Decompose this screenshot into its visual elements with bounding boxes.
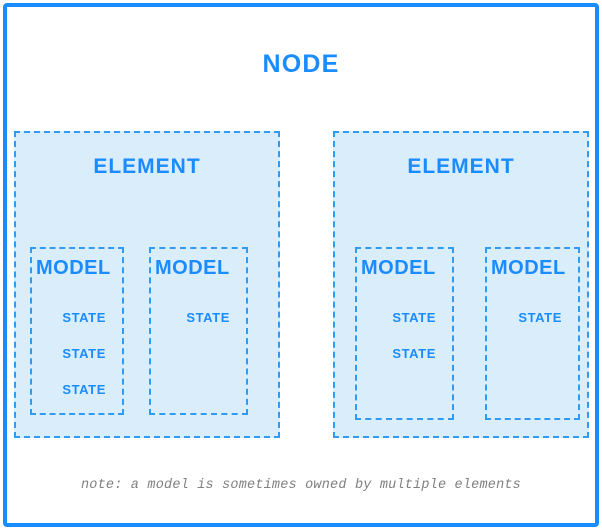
model-title: MODEL bbox=[36, 257, 111, 279]
model-box: MODEL STATE STATE bbox=[355, 247, 454, 420]
model-title: MODEL bbox=[155, 257, 230, 279]
model-title: MODEL bbox=[491, 257, 566, 279]
state-list: STATE STATE bbox=[357, 311, 452, 383]
element-title: ELEMENT bbox=[407, 155, 515, 178]
state-label: STATE bbox=[392, 310, 436, 325]
state-list: STATE bbox=[151, 311, 246, 347]
node-title: NODE bbox=[262, 50, 340, 78]
state-list: STATE bbox=[487, 311, 578, 347]
model-box: MODEL STATE bbox=[485, 247, 580, 420]
model-title: MODEL bbox=[361, 257, 436, 279]
state-label: STATE bbox=[62, 382, 106, 397]
state-label: STATE bbox=[62, 310, 106, 325]
model-box: MODEL STATE bbox=[149, 247, 248, 415]
element-title: ELEMENT bbox=[93, 155, 201, 178]
element-box-1: ELEMENT MODEL STATE STATE STATE MODEL ST… bbox=[14, 131, 280, 438]
state-label: STATE bbox=[62, 346, 106, 361]
diagram-note: note: a model is sometimes owned by mult… bbox=[81, 478, 521, 493]
state-label: STATE bbox=[186, 310, 230, 325]
model-box: MODEL STATE STATE STATE bbox=[30, 247, 124, 415]
state-label: STATE bbox=[392, 346, 436, 361]
state-label: STATE bbox=[518, 310, 562, 325]
state-list: STATE STATE STATE bbox=[32, 311, 122, 419]
element-box-2: ELEMENT MODEL STATE STATE MODEL STATE bbox=[333, 131, 589, 438]
